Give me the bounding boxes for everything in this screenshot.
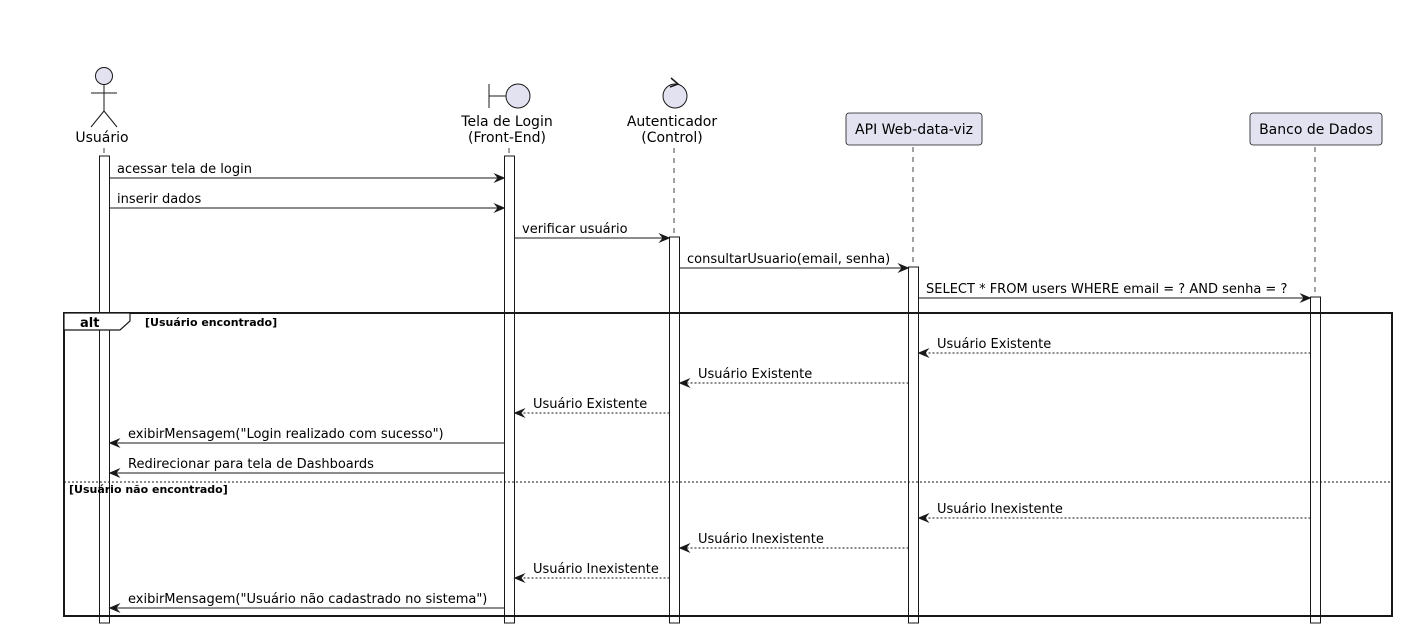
participant-label-autenticador-line1: Autenticador (627, 114, 718, 130)
message-label-4: consultarUsuario(email, senha) (687, 252, 890, 267)
message-label-11: Usuário Inexistente (937, 502, 1063, 517)
participant-label-api: API Web-data-viz (855, 122, 973, 138)
participant-api: API Web-data-viz (845, 112, 983, 146)
boundary-icon (488, 83, 531, 109)
message-label-14: exibirMensagem("Usuário não cadastrado n… (128, 592, 487, 607)
lifelines (103, 147, 1316, 622)
alt-fragment-frame (63, 312, 1393, 617)
activation-banco (1310, 296, 1321, 624)
participant-label-tela-login-line2: (Front-End) (468, 130, 546, 146)
alt-operator-tab (63, 312, 131, 331)
control-icon (662, 77, 688, 109)
participant-tela-login: Tela de Login (Front-End) (460, 83, 553, 146)
alt-guard-found: [Usuário encontrado] (145, 316, 277, 329)
participant-banco: Banco de Dados (1249, 112, 1383, 146)
message-label-3: verificar usuário (522, 222, 628, 237)
activation-tela-login (504, 155, 515, 624)
message-label-12: Usuário Inexistente (698, 532, 824, 547)
message-label-5: SELECT * FROM users WHERE email = ? AND … (926, 282, 1287, 297)
message-label-10: Redirecionar para tela de Dashboards (128, 457, 374, 472)
messages: acessar tela de login inserir dados veri… (108, 162, 1312, 613)
message-label-8: Usuário Existente (533, 397, 647, 412)
alt-guard-not-found: [Usuário não encontrado] (69, 483, 228, 496)
participant-label-banco: Banco de Dados (1259, 122, 1373, 138)
participant-label-tela-login-line1: Tela de Login (460, 114, 552, 130)
message-label-1: acessar tela de login (117, 162, 252, 177)
message-label-13: Usuário Inexistente (533, 562, 659, 577)
message-label-9: exibirMensagem("Login realizado com suce… (128, 427, 444, 442)
participant-usuario: Usuário (75, 67, 129, 146)
message-label-2: inserir dados (117, 192, 201, 207)
activations (99, 155, 1321, 624)
actor-icon (90, 67, 118, 128)
participant-label-usuario: Usuário (75, 130, 128, 146)
alt-operator-label: alt (80, 316, 99, 331)
participant-box-banco (1249, 112, 1383, 146)
alt-fragment: alt [Usuário encontrado] [Usuário não en… (63, 312, 1393, 617)
activation-autenticador (669, 236, 680, 624)
activation-api (908, 266, 919, 624)
participant-autenticador: Autenticador (Control) (627, 77, 718, 146)
participant-box-api (845, 112, 983, 146)
message-label-7: Usuário Existente (698, 367, 812, 382)
activation-usuario (99, 155, 110, 624)
message-label-6: Usuário Existente (937, 337, 1051, 352)
participant-label-autenticador-line2: (Control) (641, 130, 703, 146)
